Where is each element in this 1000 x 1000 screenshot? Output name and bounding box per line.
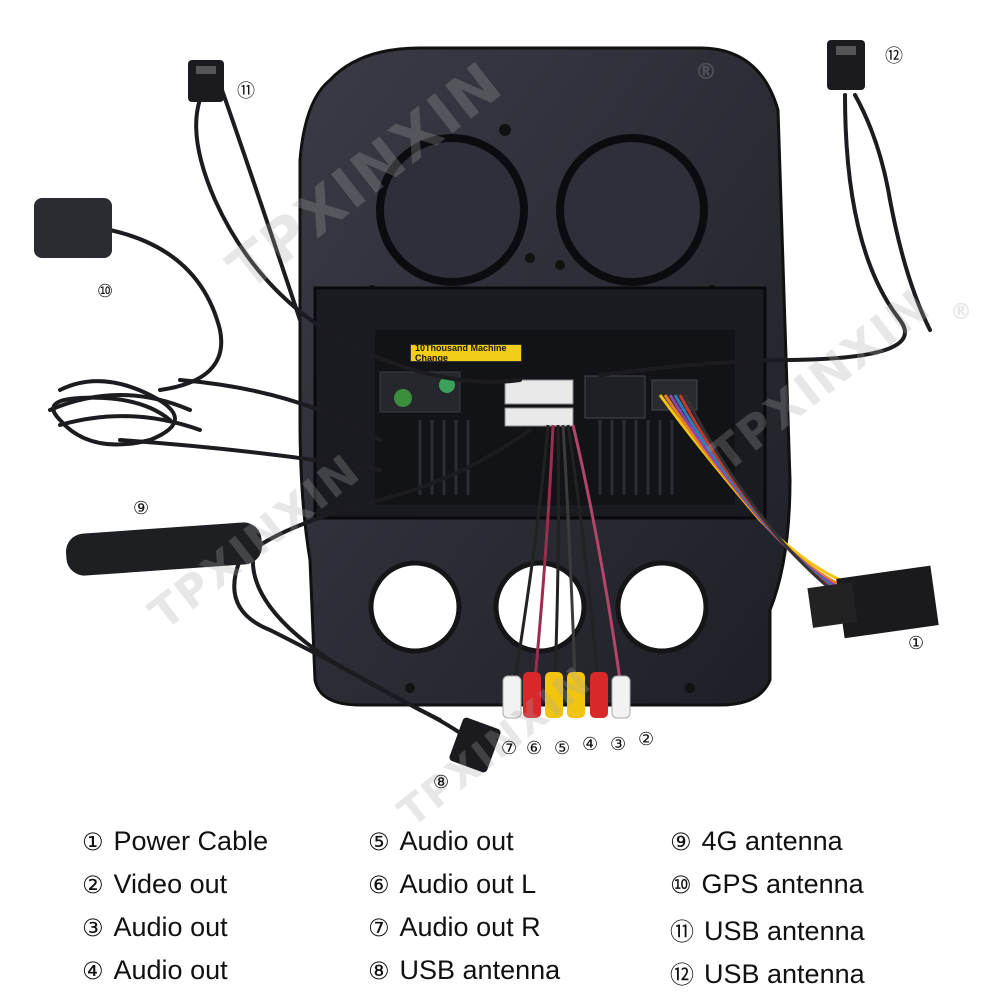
callout-6: ⑥: [526, 738, 543, 759]
watermark-registered-2: ®: [950, 300, 974, 325]
vent-hole-left: [368, 560, 462, 654]
callout-9: ⑨: [133, 498, 150, 519]
watermark-registered-1: ®: [695, 60, 719, 85]
head-unit-frame-illustration: [34, 40, 939, 773]
usb-plug-8: [449, 717, 501, 773]
callout-7: ⑦: [501, 738, 518, 759]
callout-11: ⑪: [237, 81, 255, 102]
rca-plugs: [502, 672, 631, 719]
4g-antenna-stick: [65, 522, 263, 576]
callout-4: ④: [582, 734, 599, 755]
power-cable-connector: [836, 565, 939, 639]
gauge-hole-right: [556, 134, 708, 286]
gauge-hole-left: [376, 134, 528, 286]
port-white-connector: [504, 379, 574, 405]
callout-1: ①: [908, 633, 925, 654]
port-power-socket: [584, 375, 646, 419]
gps-antenna-puck: [34, 198, 112, 258]
callout-3: ③: [610, 734, 627, 755]
callout-8: ⑧: [433, 772, 450, 793]
callout-12: ⑫: [885, 46, 903, 67]
callout-2: ②: [638, 729, 655, 750]
vent-hole-right: [615, 560, 709, 654]
callout-10: ⑩: [97, 281, 114, 302]
model-sticker: 10Thousand Machine Change: [410, 343, 522, 363]
callout-5: ⑤: [554, 738, 571, 759]
